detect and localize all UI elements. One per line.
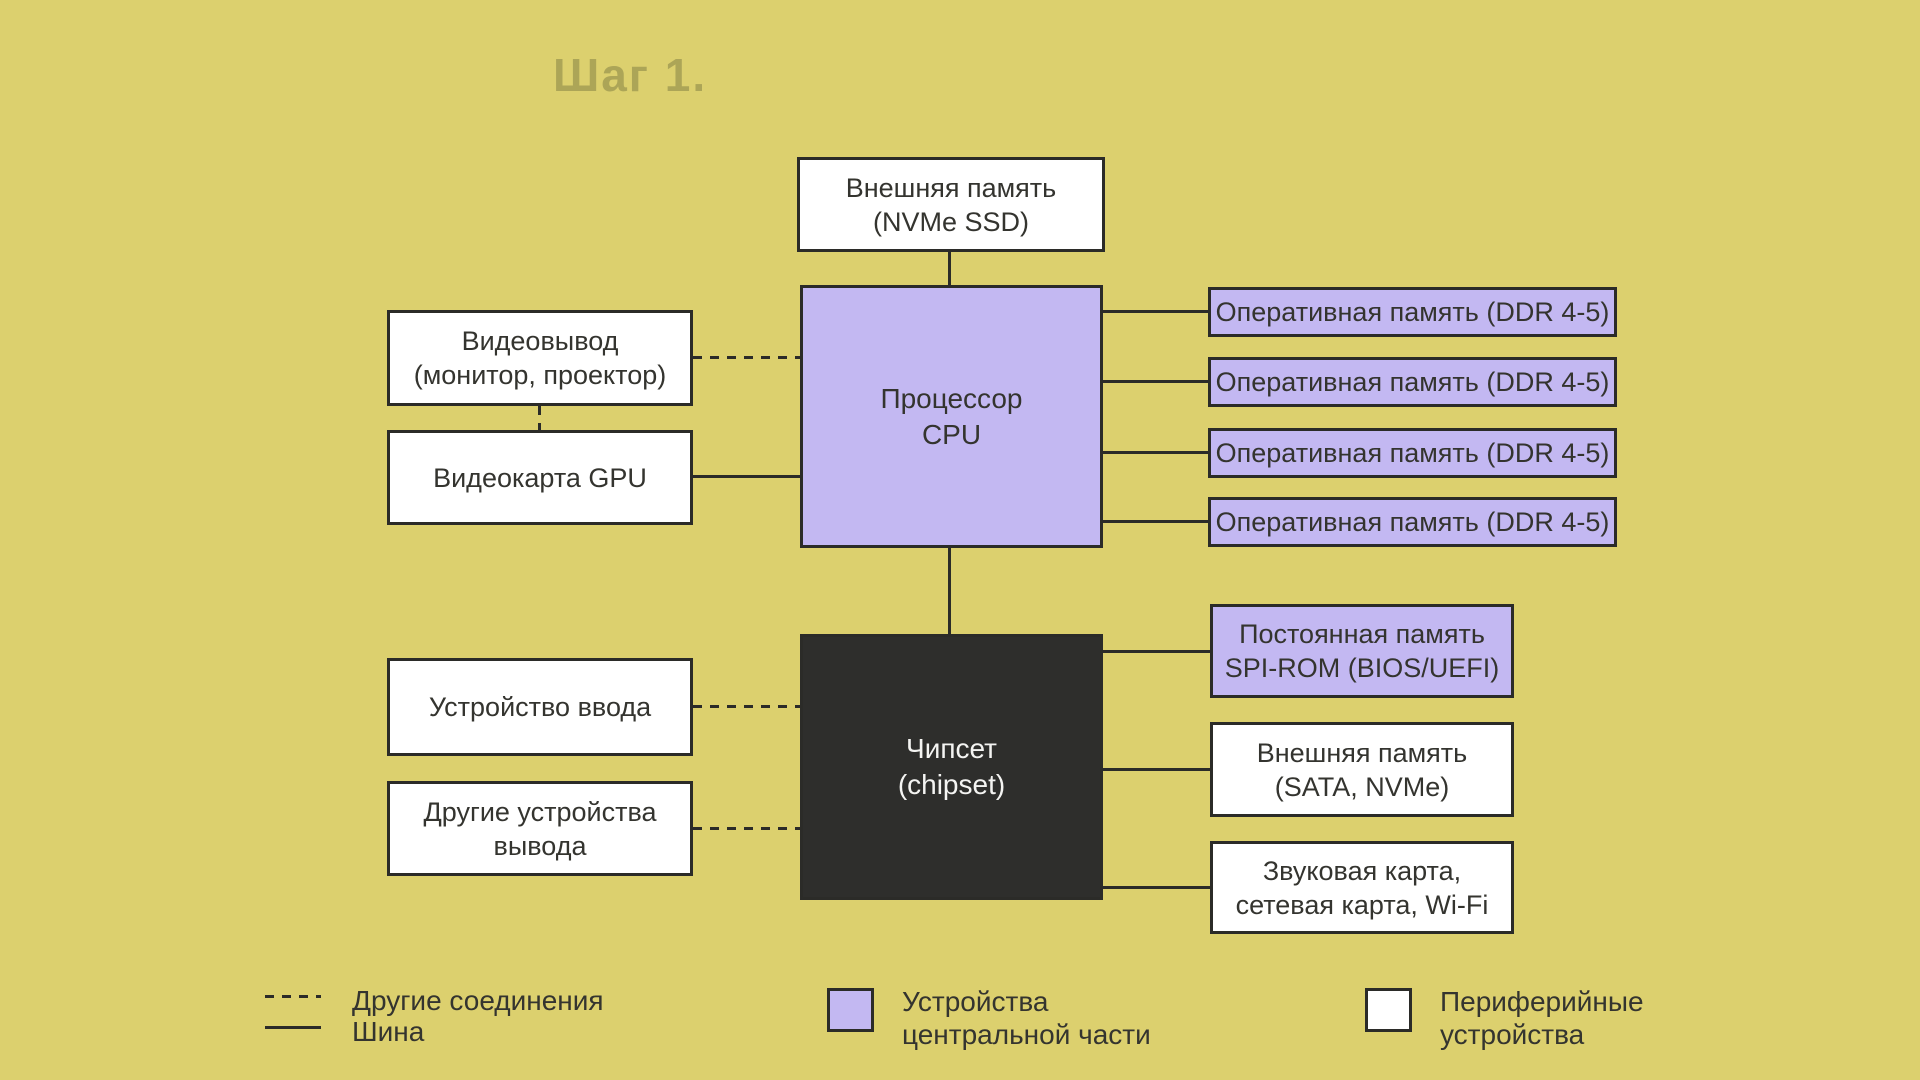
watermark-step-label: Шаг 1. [553,49,708,101]
legend-peripheral-devices-label: Периферийные устройства [1440,986,1644,1050]
legend-central-devices-label: Устройства центральной части [902,986,1151,1050]
ram-box-1: Оперативная память (DDR 4-5) [1208,287,1617,337]
ram-box-4: Оперативная память (DDR 4-5) [1208,497,1617,547]
bus-line-nvme-to-cpu [948,252,951,285]
external-memory-sata-box: Внешняя память (SATA, NVMe) [1210,722,1514,817]
bus-line-cpu-to-chipset [948,548,951,634]
bus-line-cpu-to-ram-4 [1103,520,1208,523]
legend-central-devices-swatch [827,988,874,1032]
sound-network-card-box: Звуковая карта, сетевая карта, Wi-Fi [1210,841,1514,934]
ram-box-3: Оперативная память (DDR 4-5) [1208,428,1617,478]
other-output-devices-box: Другие устройства вывода [387,781,693,876]
legend-solid-line-swatch [265,1026,321,1029]
legend-peripheral-devices-swatch [1365,988,1412,1032]
dashed-line-video-output-to-gpu [538,406,541,432]
legend-solid-label: Шина [352,1016,425,1047]
dashed-line-video-output-to-cpu [693,356,800,359]
gpu-box: Видеокарта GPU [387,430,693,525]
bus-line-chipset-to-rom [1103,650,1210,653]
input-device-box: Устройство ввода [387,658,693,756]
chipset-box: Чипсет (chipset) [800,634,1103,900]
bus-line-chipset-to-external-memory [1103,768,1210,771]
dashed-line-other-output-to-chipset [693,827,800,830]
ram-box-2: Оперативная память (DDR 4-5) [1208,357,1617,407]
video-output-box: Видеовывод (монитор, проектор) [387,310,693,406]
bus-line-cpu-to-ram-2 [1103,380,1208,383]
bus-line-cpu-to-ram-1 [1103,310,1208,313]
rom-bios-box: Постоянная память SPI-ROM (BIOS/UEFI) [1210,604,1514,698]
dashed-line-input-device-to-chipset [693,705,800,708]
bus-line-chipset-to-sound-card [1103,886,1210,889]
external-memory-nvme-box: Внешняя память (NVMe SSD) [797,157,1105,252]
legend-dashed-label: Другие соединения [352,985,604,1016]
bus-line-gpu-to-cpu [693,475,800,478]
cpu-box: Процессор CPU [800,285,1103,548]
bus-line-cpu-to-ram-3 [1103,451,1208,454]
legend-dashed-line-swatch [265,995,321,998]
